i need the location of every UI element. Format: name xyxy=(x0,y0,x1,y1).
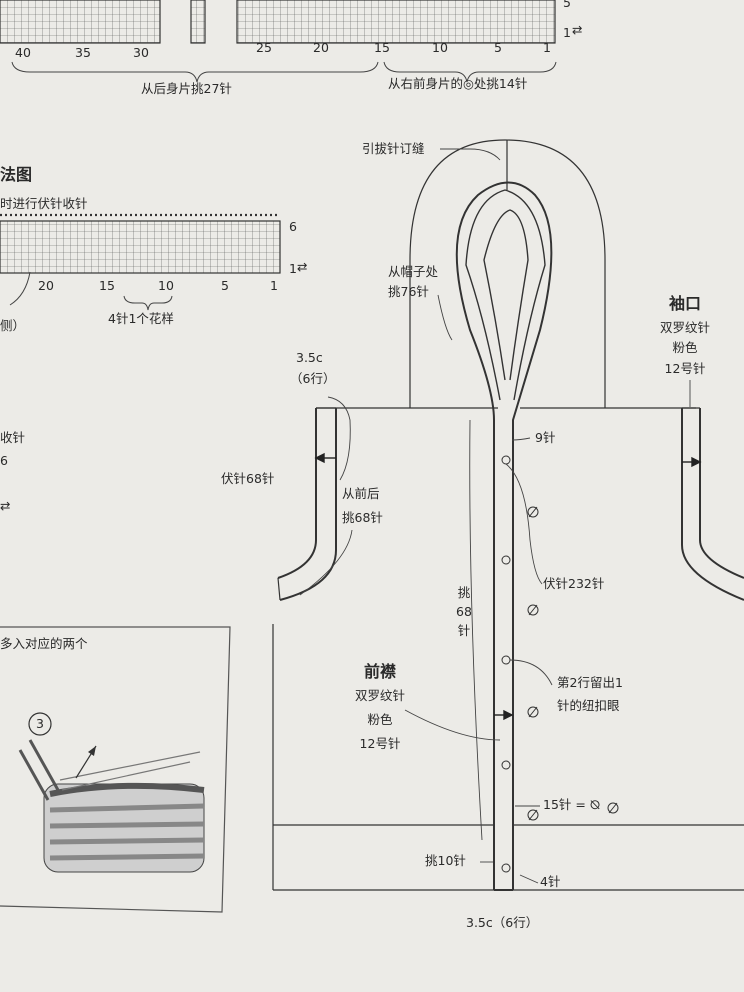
hood-pickup-line1: 从帽子处 xyxy=(388,264,439,279)
row-arrow-icon: ⇄ xyxy=(572,22,583,37)
pick-68-line1: 挑 xyxy=(457,585,471,600)
armhole-height-line1: 3.5c xyxy=(296,350,323,365)
seam-label: 引拔针订缝 xyxy=(362,141,425,156)
top-chart-number: 25 xyxy=(256,40,272,55)
placket-line2: 粉色 xyxy=(367,712,393,727)
direction-arrows xyxy=(314,452,702,721)
top-chart-number: 5 xyxy=(494,40,502,55)
bind-off-68-label: 伏针68针 xyxy=(221,471,275,486)
vest-outline xyxy=(272,139,744,891)
pick-68-line3: 针 xyxy=(457,623,471,638)
top-chart-grid xyxy=(0,0,557,83)
method-number: 20 xyxy=(38,278,54,293)
from-front-back-line1: 从前后 xyxy=(342,486,380,501)
top-chart-number: 10 xyxy=(432,40,448,55)
top-chart-number: 20 xyxy=(313,40,329,55)
sleeve-line2: 粉色 xyxy=(672,340,698,355)
method-subtitle: 时进行伏针收针 xyxy=(0,196,88,211)
hood-pickup-line2: 挑76针 xyxy=(388,284,429,299)
pick-68-line2: 68 xyxy=(456,604,472,619)
method-number: 1 xyxy=(270,278,278,293)
placket-title: 前襟 xyxy=(363,662,396,681)
four-stitches-label: 4针 xyxy=(540,874,561,889)
sleeve-title: 袖口 xyxy=(668,294,701,313)
sleeve-line1: 双罗纹针 xyxy=(659,320,710,335)
side-note: 侧） xyxy=(0,318,26,333)
pick-10-label: 挑10针 xyxy=(425,853,466,868)
buttonhole-markers xyxy=(501,455,619,873)
nine-stitches-label: 9针 xyxy=(535,430,556,445)
top-chart-number: 35 xyxy=(75,45,91,60)
from-front-back-line2: 挑68针 xyxy=(342,510,383,525)
top-chart-number: 40 xyxy=(15,45,31,60)
method-number: 10 xyxy=(158,278,174,293)
method-number: 5 xyxy=(221,278,229,293)
bind-off-232-label: 伏针232针 xyxy=(543,576,605,591)
method-row-arrow-icon: ⇄ xyxy=(297,259,308,274)
buttonhole-line2: 针的纽扣眼 xyxy=(557,698,620,713)
top-chart-number: 15 xyxy=(374,40,390,55)
method-chart-grid xyxy=(0,213,281,311)
bottom-height-label: 3.5c（6行） xyxy=(466,915,539,930)
method-number: 15 xyxy=(99,278,115,293)
step-number: 3 xyxy=(36,716,44,731)
row-label-1: 1 xyxy=(563,25,571,40)
buttonhole-line1: 第2行留出1 xyxy=(557,675,623,690)
arrow-fragment-icon: ⇄ xyxy=(0,498,11,513)
method-title: 法图 xyxy=(0,165,33,184)
pickup-back-label: 从后身片挑27针 xyxy=(141,81,232,96)
bind-off-fragment: 收针 xyxy=(0,430,26,445)
placket-line3: 12号针 xyxy=(359,736,401,751)
method-row-top: 6 xyxy=(289,219,297,234)
top-chart-number: 30 xyxy=(133,45,149,60)
pattern-note: 4针1个花样 xyxy=(108,311,174,326)
fifteen-stitches-label: 15针 = ⦰ xyxy=(543,797,600,812)
armhole-height-line2: （6行） xyxy=(290,371,336,386)
pickup-front-label: 从右前身片的◎处挑14针 xyxy=(388,76,528,91)
placket-line1: 双罗纹针 xyxy=(354,688,405,703)
insert-note: 多入对应的两个 xyxy=(0,636,88,651)
six-fragment: 6 xyxy=(0,453,8,468)
method-row-bottom: 1 xyxy=(289,261,297,276)
sleeve-line3: 12号针 xyxy=(664,361,706,376)
row-label-5: 5 xyxy=(563,0,571,10)
inset-illustration xyxy=(0,626,231,913)
leader-lines xyxy=(299,148,691,884)
top-chart-number: 1 xyxy=(543,40,551,55)
